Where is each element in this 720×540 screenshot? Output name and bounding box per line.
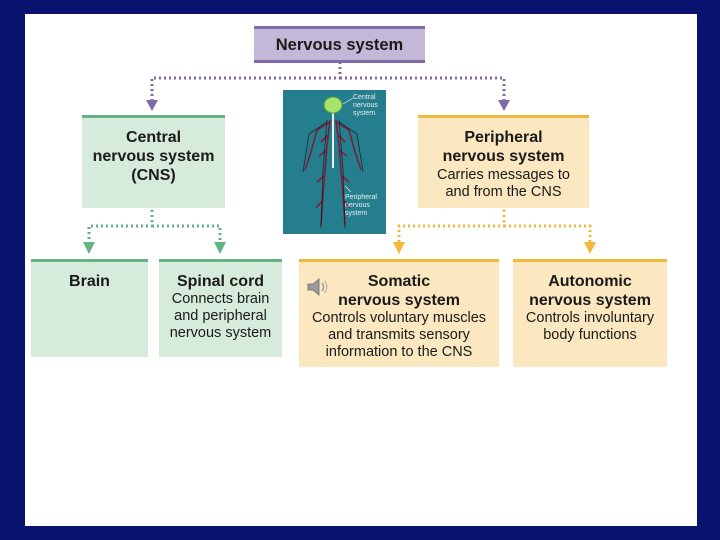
somatic-title-line-1: Somatic [367, 273, 431, 290]
cns-title-line-3: (CNS) [131, 167, 176, 184]
autonomic-title-line-2: nervous system [529, 292, 651, 309]
nervous-system-title: Nervous system [275, 36, 404, 54]
autonomic-box: Autonomic nervous system Controls involu… [513, 259, 667, 367]
pns-box: Peripheral nervous system Carries messag… [418, 115, 589, 208]
cns-connector [87, 210, 222, 242]
arrow-to-somatic [393, 242, 405, 254]
figure-label-central: Central nervous system [353, 94, 378, 117]
arrow-to-cns [146, 100, 158, 111]
spinal-desc-line-3: nervous system [169, 325, 272, 341]
cns-title-line-2: nervous system [92, 148, 215, 165]
arrow-to-pns [498, 100, 510, 111]
pns-title-line-2: nervous system [442, 148, 565, 165]
cns-box: Central nervous system (CNS) [82, 115, 225, 208]
pns-title-line-1: Peripheral [464, 129, 543, 146]
brain-shape [323, 96, 343, 114]
somatic-desc-line-1: Controls voluntary muscles [311, 310, 487, 326]
human-body-illustration [302, 96, 364, 229]
cns-title-line-1: Central [125, 129, 182, 146]
brain-title: Brain [69, 273, 110, 290]
arrow-to-autonomic [584, 242, 596, 254]
somatic-box: Somatic nervous system Controls voluntar… [299, 259, 499, 367]
somatic-desc-line-2: and transmits sensory [328, 327, 470, 343]
speaker-icon[interactable] [306, 277, 330, 297]
pns-desc-line-1: Carries messages to [437, 167, 570, 183]
autonomic-title-line-1: Autonomic [548, 273, 632, 290]
spinal-desc-line-2: and peripheral [174, 308, 267, 324]
spinal-cord-box: Spinal cord Connects brain and periphera… [159, 259, 282, 357]
spinal-title: Spinal cord [176, 273, 265, 290]
autonomic-desc-line-1: Controls involuntary [525, 310, 655, 326]
somatic-desc-line-3: information to the CNS [325, 344, 473, 360]
slide: Nervous system Central nervous system (C… [25, 14, 697, 526]
somatic-title-line-2: nervous system [338, 292, 460, 309]
pns-connector [397, 210, 592, 242]
pns-desc-line-2: and from the CNS [445, 184, 562, 200]
spinal-desc-line-1: Connects brain [171, 291, 270, 307]
root-connector [150, 62, 506, 100]
arrow-to-spinal [214, 242, 226, 254]
arrow-to-brain [83, 242, 95, 254]
brain-box: Brain [31, 259, 148, 357]
autonomic-desc-line-2: body functions [543, 327, 637, 343]
nervous-system-figure: Central nervous system Peripheral nervou… [283, 90, 386, 234]
connector-lines [83, 62, 596, 254]
figure-label-peripheral: Peripheral nervous system [345, 194, 377, 217]
nervous-system-box: Nervous system [254, 26, 425, 63]
